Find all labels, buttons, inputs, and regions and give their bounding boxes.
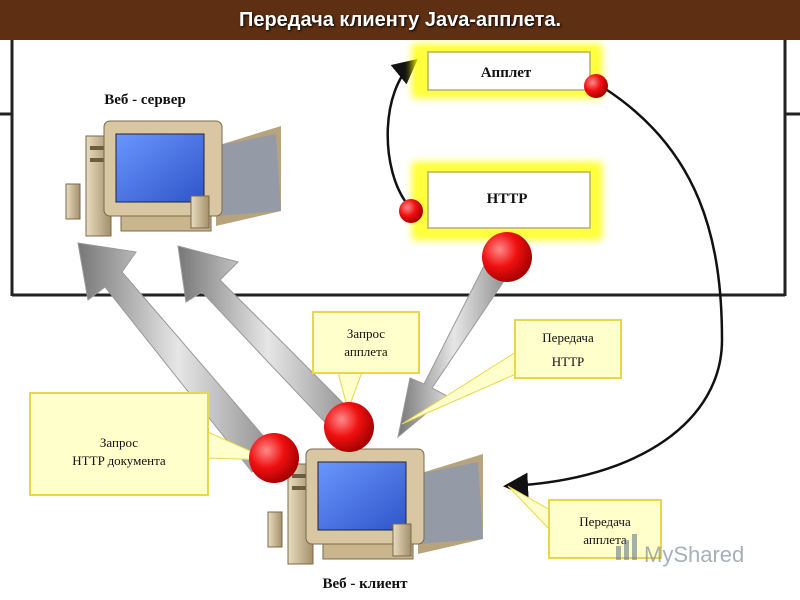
http-response-arrow <box>397 257 511 439</box>
red-dot-http-doc-request <box>249 433 299 483</box>
red-dot-http <box>399 199 423 223</box>
callout-http-doc-line2: HTTP документа <box>72 453 166 468</box>
title-bar: Передача клиенту Java-апплета. <box>0 0 800 40</box>
watermark: MyShared <box>616 534 744 567</box>
red-dot-applet <box>584 74 608 98</box>
callout-applet-transfer: Передача апплета <box>548 499 662 559</box>
callout-applet-request-line2: апплета <box>344 344 388 359</box>
callout-pointer-applet-transfer <box>507 485 551 532</box>
http-to-applet-curve <box>386 58 418 206</box>
callout-applet-transfer-line1: Передача <box>579 514 631 529</box>
applet-box <box>412 44 602 98</box>
red-dot-applet-request <box>324 402 374 452</box>
web-server-label: Веб - сервер <box>104 92 186 108</box>
client-computer-icon <box>267 448 483 565</box>
callout-http-doc-request: Запрос HTTP документа <box>29 392 209 496</box>
watermark-logo-icon <box>616 534 637 560</box>
server-computer-icon <box>65 120 281 237</box>
page-title: Передача клиенту Java-апплета. <box>238 8 562 31</box>
red-dot-http-response <box>482 232 532 282</box>
web-client-label: Веб - клиент <box>322 576 408 592</box>
callout-applet-request-line1: Запрос <box>347 326 385 341</box>
applet-to-client-curve <box>503 86 724 498</box>
callout-http-transfer-line2: HTTP <box>552 354 585 369</box>
watermark-text: MyShared <box>644 542 744 567</box>
callout-applet-request: Запрос апплета <box>312 311 420 374</box>
http-box-label: HTTP <box>487 191 528 207</box>
callout-http-transfer: Передача HTTP <box>514 319 622 379</box>
callout-http-doc-line1: Запрос <box>100 435 138 450</box>
http-box <box>412 162 602 240</box>
applet-box-label: Апплет <box>481 65 532 81</box>
callout-applet-transfer-line2: апплета <box>583 532 627 547</box>
callout-http-transfer-line1: Передача <box>542 330 594 345</box>
